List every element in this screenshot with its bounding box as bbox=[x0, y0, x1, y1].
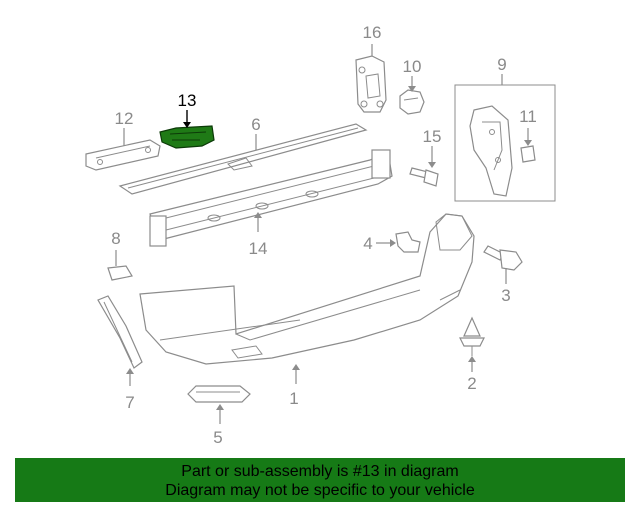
part-16-bracket bbox=[355, 55, 387, 113]
callout-9: 9 bbox=[497, 55, 506, 74]
part-12-bracket bbox=[85, 139, 161, 171]
callout-5: 5 bbox=[213, 428, 222, 447]
part-2-retainer bbox=[459, 316, 485, 356]
part-10-clip bbox=[399, 89, 425, 115]
part-7-side-molding bbox=[97, 295, 143, 369]
part-13-bracket-highlighted bbox=[159, 125, 215, 149]
part-3-screw bbox=[483, 245, 523, 271]
callout-14: 14 bbox=[249, 239, 268, 258]
part-15-bolt bbox=[409, 167, 439, 187]
callout-16: 16 bbox=[363, 23, 382, 42]
part-9-bracket-box bbox=[454, 84, 556, 202]
callout-13: 13 bbox=[178, 91, 197, 110]
callout-4: 4 bbox=[363, 234, 372, 253]
banner-line-2: Diagram may not be specific to your vehi… bbox=[165, 482, 475, 499]
info-banner: Part or sub-assembly is #13 in diagram D… bbox=[15, 458, 625, 502]
callout-8: 8 bbox=[111, 229, 120, 248]
part-14-reinforcement bbox=[149, 149, 393, 247]
banner-line-1: Part or sub-assembly is #13 in diagram bbox=[181, 463, 459, 480]
callout-1: 1 bbox=[289, 389, 298, 408]
parts-diagram: 16 10 9 11 15 12 1 bbox=[85, 23, 556, 447]
part-5-reflector bbox=[187, 385, 251, 403]
part-6-strip bbox=[118, 123, 368, 195]
part-8-clip bbox=[107, 265, 133, 281]
callout-2: 2 bbox=[467, 374, 476, 393]
callout-3: 3 bbox=[501, 286, 510, 305]
callout-10: 10 bbox=[403, 57, 422, 76]
part-11-clip bbox=[520, 145, 536, 163]
part-1-bumper-cover bbox=[139, 213, 475, 365]
part-4-clip bbox=[395, 231, 421, 253]
callout-15: 15 bbox=[423, 127, 442, 146]
callout-7: 7 bbox=[125, 393, 134, 412]
callout-6: 6 bbox=[251, 115, 260, 134]
callout-11: 11 bbox=[519, 107, 537, 126]
callout-12: 12 bbox=[115, 109, 134, 128]
